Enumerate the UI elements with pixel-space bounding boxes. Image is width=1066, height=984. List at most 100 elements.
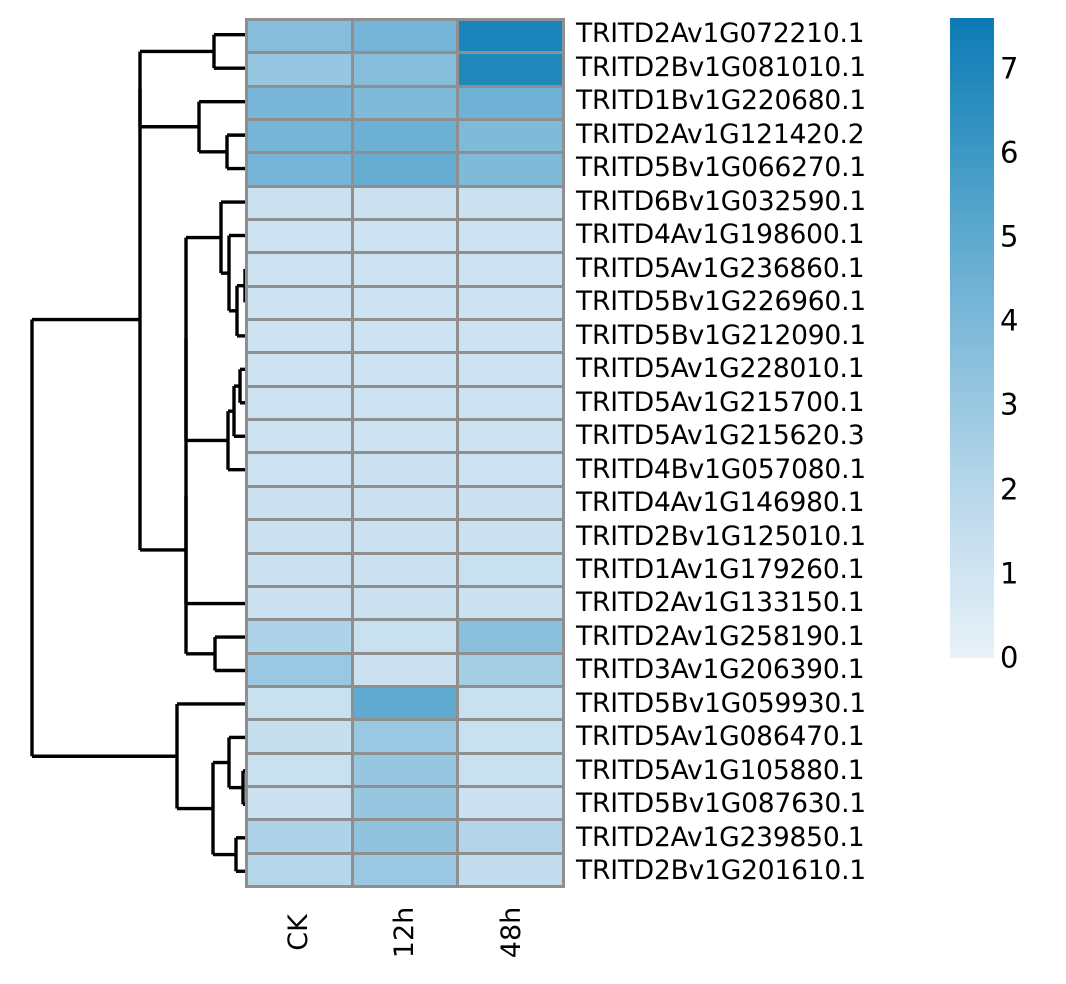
heatmap-cell <box>459 754 562 785</box>
row-label: TRITD5Av1G086470.1 <box>576 721 865 753</box>
heatmap-cell <box>353 721 457 752</box>
row-label: TRITD5Bv1G226960.1 <box>576 286 866 318</box>
row-label: TRITD2Bv1G201610.1 <box>576 855 866 887</box>
heatmap-cell <box>248 454 351 485</box>
colorbar-tick-label: 6 <box>1000 135 1019 170</box>
colorbar-tick-label: 0 <box>1000 640 1019 675</box>
row-label: TRITD2Bv1G125010.1 <box>576 520 866 552</box>
heatmap-cell <box>459 421 562 452</box>
column-label-text: 12h <box>389 906 421 959</box>
row-label: TRITD5Av1G105880.1 <box>576 754 865 786</box>
heatmap-cell <box>459 487 562 519</box>
colorbar-tick-label: 3 <box>1000 387 1019 422</box>
heatmap-cell <box>248 854 351 885</box>
heatmap-cell <box>353 87 457 119</box>
heatmap-cell <box>248 554 351 585</box>
colorbar-tick-label: 7 <box>1000 51 1019 86</box>
heatmap-cell <box>248 321 351 352</box>
row-label: TRITD2Av1G121420.2 <box>576 118 865 150</box>
heatmap-cell <box>459 354 562 385</box>
heatmap-cell <box>459 821 562 852</box>
heatmap-cell <box>248 354 351 385</box>
row-label: TRITD5Bv1G066270.1 <box>576 152 866 184</box>
column-label-list: CK 12h 48h <box>245 893 565 981</box>
heatmap-cell <box>459 854 562 885</box>
row-label: TRITD5Av1G236860.1 <box>576 252 865 284</box>
row-label: TRITD2Bv1G081010.1 <box>576 51 866 83</box>
row-label: TRITD2Av1G239850.1 <box>576 821 865 853</box>
heatmap-cell <box>459 521 562 552</box>
row-dendrogram <box>30 33 246 873</box>
heatmap-cell <box>459 121 562 152</box>
colorbar <box>950 18 994 658</box>
heatmap-cell <box>248 154 351 185</box>
heatmap-cell <box>353 21 457 52</box>
row-label: TRITD2Av1G258190.1 <box>576 620 865 652</box>
heatmap-cell <box>353 121 457 152</box>
row-label: TRITD6Bv1G032590.1 <box>576 185 866 217</box>
heatmap-cell <box>459 387 562 419</box>
heatmap-cell <box>353 254 457 285</box>
colorbar-tick-label: 2 <box>1000 472 1019 507</box>
heatmap-cell <box>459 287 562 319</box>
column-label-text: 48h <box>496 906 528 959</box>
heatmap-cell <box>248 687 351 719</box>
heatmap-cell <box>353 354 457 385</box>
row-label: TRITD4Av1G198600.1 <box>576 219 865 251</box>
heatmap-cell <box>248 387 351 419</box>
row-label: TRITD5Av1G215700.1 <box>576 386 865 418</box>
heatmap-cell <box>459 554 562 585</box>
heatmap-cell <box>248 654 351 685</box>
heatmap-cell <box>459 21 562 52</box>
heatmap-cell <box>248 787 351 819</box>
heatmap-cell <box>353 454 457 485</box>
heatmap-cell <box>353 321 457 352</box>
heatmap-cell <box>353 587 457 619</box>
heatmap-cell <box>353 621 457 652</box>
heatmap-cell <box>248 621 351 652</box>
column-label: CK <box>245 893 352 981</box>
heatmap-cell <box>459 621 562 652</box>
heatmap-cell <box>353 654 457 685</box>
heatmap-cell <box>353 821 457 852</box>
row-label: TRITD3Av1G206390.1 <box>576 654 865 686</box>
heatmap-cell <box>459 787 562 819</box>
heatmap-grid <box>245 18 565 888</box>
heatmap-cell <box>353 554 457 585</box>
heatmap-cell <box>459 254 562 285</box>
heatmap-cell <box>248 821 351 852</box>
heatmap-cell <box>353 687 457 719</box>
heatmap-cell <box>248 121 351 152</box>
heatmap-cell <box>353 387 457 419</box>
row-label: TRITD5Av1G228010.1 <box>576 353 865 385</box>
heatmap-cell <box>248 254 351 285</box>
heatmap-cell <box>353 287 457 319</box>
heatmap-cell <box>248 221 351 252</box>
column-label-text: CK <box>282 914 314 951</box>
heatmap-cell <box>248 21 351 52</box>
heatmap-cell <box>353 187 457 219</box>
heatmap-cell <box>248 287 351 319</box>
heatmap-cell <box>459 454 562 485</box>
row-label: TRITD2Av1G072210.1 <box>576 18 865 50</box>
row-label: TRITD4Bv1G057080.1 <box>576 453 866 485</box>
heatmap-cell <box>459 87 562 119</box>
heatmap-cell <box>353 854 457 885</box>
heatmap-cell <box>353 521 457 552</box>
heatmap-cell <box>248 421 351 452</box>
heatmap-cell <box>353 754 457 785</box>
heatmap-cell <box>248 754 351 785</box>
row-label: TRITD5Bv1G087630.1 <box>576 788 866 820</box>
heatmap-cell <box>459 54 562 85</box>
row-label: TRITD5Bv1G059930.1 <box>576 687 866 719</box>
colorbar-tick-label: 5 <box>1000 219 1019 254</box>
column-label: 12h <box>352 893 459 981</box>
heatmap-cell <box>353 154 457 185</box>
heatmap-cell <box>459 721 562 752</box>
heatmap-cell <box>459 321 562 352</box>
heatmap-cell <box>459 187 562 219</box>
row-label: TRITD1Bv1G220680.1 <box>576 85 866 117</box>
heatmap-cell <box>353 487 457 519</box>
